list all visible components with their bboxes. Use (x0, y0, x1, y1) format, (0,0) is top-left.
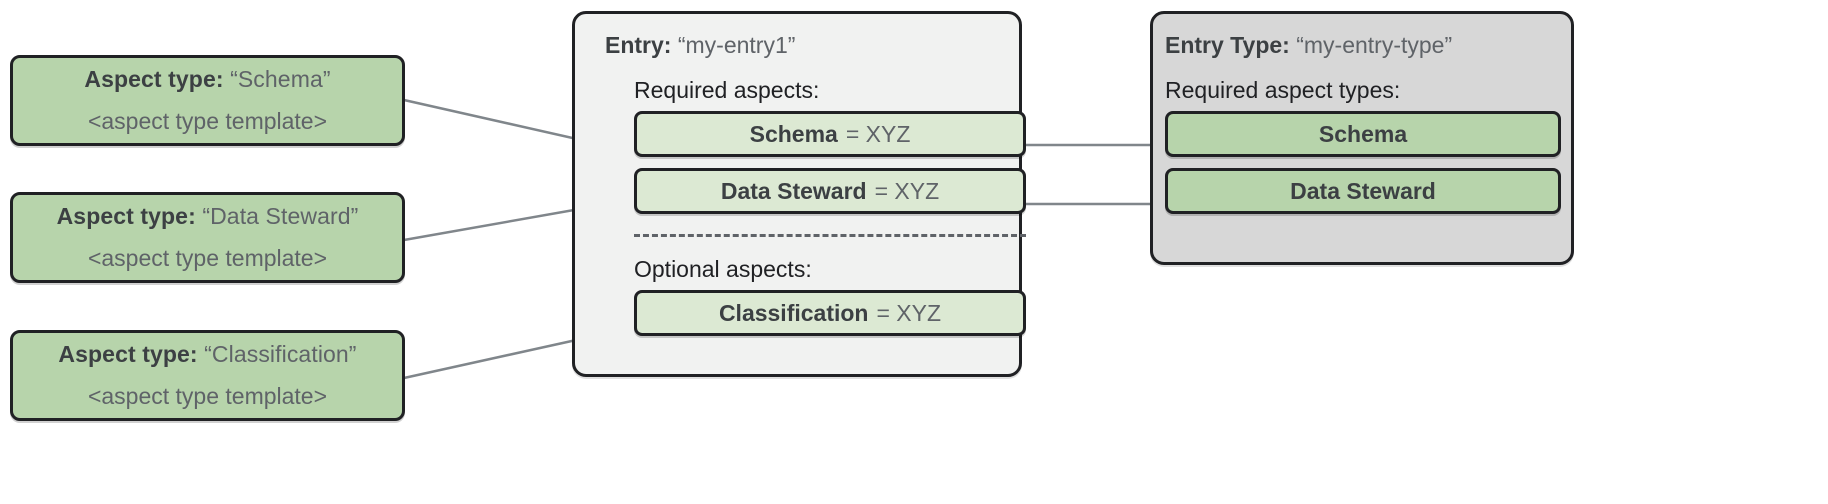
entry-panel-title: Entry: “my-entry1” (605, 30, 994, 60)
aspect-value: = XYZ (876, 299, 942, 326)
optional-aspect-row-classification[interactable]: Classification = XYZ (634, 290, 1026, 336)
aspect-type-card-schema[interactable]: Aspect type: “Schema” <aspect type templ… (10, 55, 405, 146)
aspect-type-name: Data Steward (1290, 177, 1436, 204)
optional-aspects-label: Optional aspects: (634, 256, 812, 282)
required-aspects-label: Required aspects: (634, 77, 820, 103)
aspect-type-card-classification[interactable]: Aspect type: “Classification” <aspect ty… (10, 330, 405, 421)
entry-panel-label: Entry: (605, 32, 672, 58)
aspect-type-card-template: <aspect type template> (87, 245, 328, 271)
aspect-type-card-template: <aspect type template> (87, 383, 328, 409)
aspect-type-card-value: “Data Steward” (202, 203, 359, 229)
required-aspect-types-label: Required aspect types: (1165, 77, 1401, 103)
aspect-type-card-label: Aspect type: (58, 341, 198, 367)
aspect-value: = XYZ (874, 177, 940, 204)
aspect-name: Data Steward (720, 177, 867, 204)
entry-type-panel-label: Entry Type: (1165, 32, 1290, 58)
aspect-value: = XYZ (845, 120, 911, 147)
required-aspect-row-data-steward[interactable]: Data Steward = XYZ (634, 168, 1026, 214)
aspect-type-card-value: “Classification” (204, 341, 357, 367)
aspect-name: Classification (718, 299, 869, 326)
entry-type-panel-title: Entry Type: “my-entry-type” (1165, 30, 1557, 60)
required-optional-divider (634, 234, 1026, 237)
aspect-name: Schema (749, 120, 838, 147)
required-aspect-row-schema[interactable]: Schema = XYZ (634, 111, 1026, 157)
required-aspect-type-row-data-steward[interactable]: Data Steward (1165, 168, 1561, 214)
entry-type-panel-value: “my-entry-type” (1296, 32, 1453, 58)
aspect-type-card-label: Aspect type: (84, 66, 224, 92)
aspect-type-card-title: Aspect type: “Data Steward” (57, 201, 359, 231)
aspect-type-card-title: Aspect type: “Schema” (84, 64, 330, 94)
aspect-type-card-value: “Schema” (230, 66, 331, 92)
aspect-type-card-label: Aspect type: (56, 203, 196, 229)
entry-panel-value: “my-entry1” (677, 32, 796, 58)
entry-panel[interactable]: Entry: “my-entry1” Required aspects: Sch… (572, 11, 1026, 377)
aspect-type-card-data-steward[interactable]: Aspect type: “Data Steward” <aspect type… (10, 192, 405, 283)
entry-type-panel[interactable]: Entry Type: “my-entry-type” Required asp… (1150, 11, 1574, 265)
aspect-type-card-title: Aspect type: “Classification” (58, 339, 356, 369)
aspect-type-name: Schema (1318, 120, 1408, 147)
aspect-type-card-template: <aspect type template> (87, 108, 328, 134)
required-aspect-type-row-schema[interactable]: Schema (1165, 111, 1561, 157)
